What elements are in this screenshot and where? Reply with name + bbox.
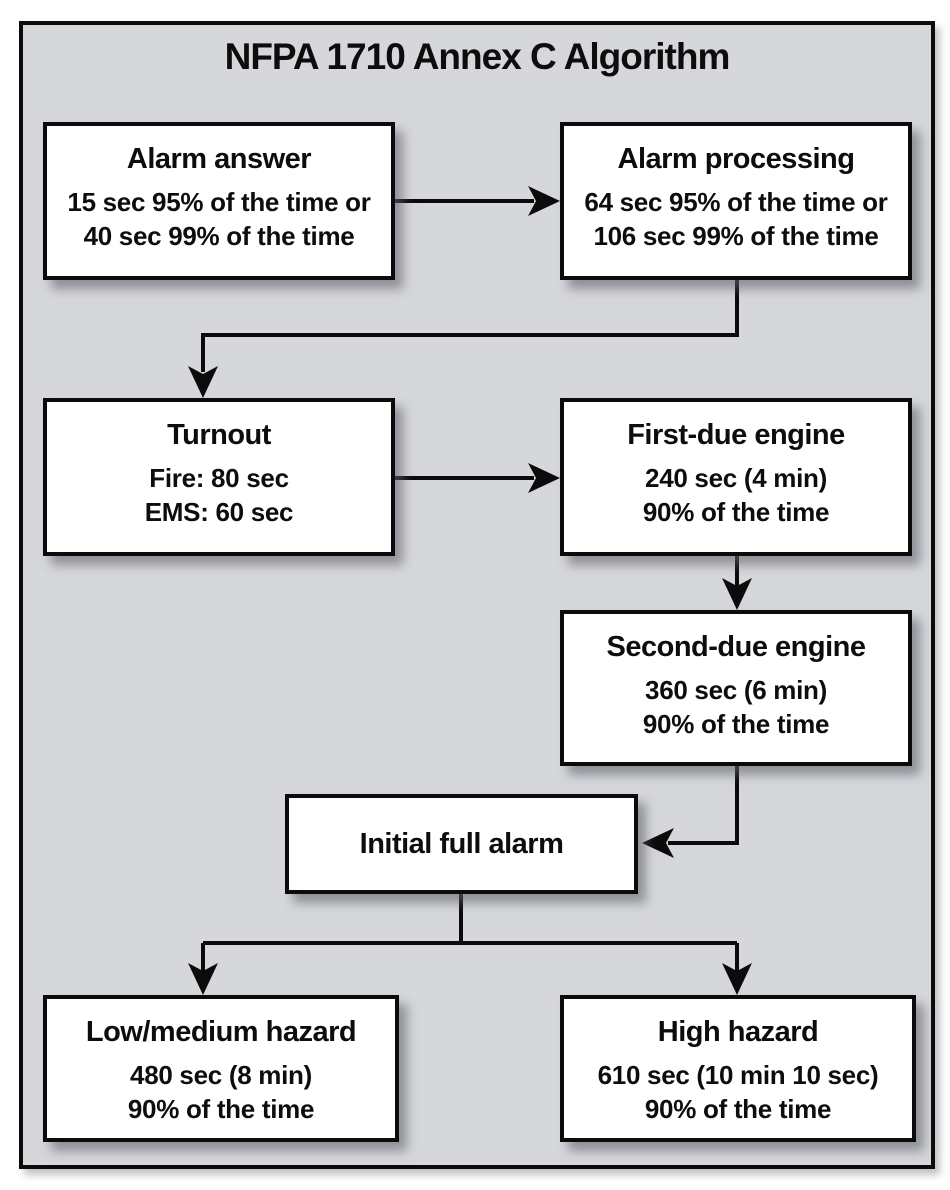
arrowhead-into-second-due-engine <box>722 578 752 610</box>
node-second-due-engine: Second-due engine 360 sec (6 min) 90% of… <box>560 610 912 766</box>
node-line: 90% of the time <box>642 709 830 739</box>
node-title: Low/medium hazard <box>85 1016 357 1048</box>
node-alarm-answer: Alarm answer 15 sec 95% of the time or 4… <box>43 122 395 280</box>
node-line: 15 sec 95% of the time or <box>67 187 371 217</box>
node-title: High hazard <box>657 1016 819 1048</box>
arrowhead-into-alarm-processing <box>528 186 560 216</box>
diagram-title: NFPA 1710 Annex C Algorithm <box>224 36 731 77</box>
node-title: First-due engine <box>627 419 845 451</box>
node-line: EMS: 60 sec <box>144 497 294 527</box>
connector-alarm-processing-to-turnout <box>201 280 739 372</box>
node-line: 360 sec (6 min) <box>645 675 827 705</box>
node-initial-full-alarm: Initial full alarm <box>285 794 638 894</box>
node-line: 64 sec 95% of the time or <box>584 187 888 217</box>
node-high-hazard: High hazard 610 sec (10 min 10 sec) 90% … <box>560 995 916 1142</box>
connector-initial-full-alarm-branch <box>201 894 739 971</box>
node-first-due-engine: First-due engine 240 sec (4 min) 90% of … <box>560 398 912 556</box>
connector-second-due-to-initial-full-alarm <box>668 765 739 845</box>
arrowhead-into-initial-full-alarm <box>642 828 674 858</box>
node-line: 40 sec 99% of the time <box>83 221 355 251</box>
node-turnout: Turnout Fire: 80 sec EMS: 60 sec <box>43 398 395 556</box>
node-title: Turnout <box>167 419 271 451</box>
node-line: 90% of the time <box>127 1094 315 1124</box>
arrowhead-into-low-medium-hazard <box>188 963 218 995</box>
node-line: 480 sec (8 min) <box>130 1060 312 1090</box>
node-line: Fire: 80 sec <box>149 463 289 493</box>
node-line: 90% of the time <box>644 1094 832 1124</box>
node-line: 106 sec 99% of the time <box>593 221 879 251</box>
arrowhead-into-turnout <box>188 366 218 398</box>
node-line: 90% of the time <box>642 497 830 527</box>
node-title: Second-due engine <box>606 631 866 663</box>
node-title: Initial full alarm <box>359 828 564 860</box>
node-line: 610 sec (10 min 10 sec) <box>597 1060 879 1090</box>
node-alarm-processing: Alarm processing 64 sec 95% of the time … <box>560 122 912 280</box>
arrowhead-into-high-hazard <box>722 963 752 995</box>
node-low-medium-hazard: Low/medium hazard 480 sec (8 min) 90% of… <box>43 995 399 1142</box>
node-title: Alarm processing <box>617 143 855 175</box>
arrowhead-into-first-due-engine <box>528 463 560 493</box>
node-line: 240 sec (4 min) <box>645 463 827 493</box>
node-title: Alarm answer <box>126 143 312 175</box>
